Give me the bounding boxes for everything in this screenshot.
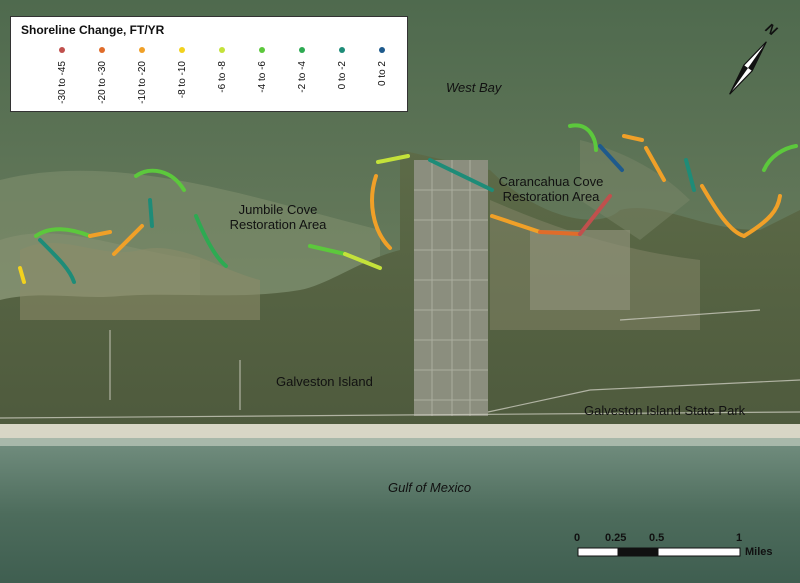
gulf-of-mexico-label: Gulf of Mexico: [388, 480, 472, 495]
legend-swatch: [339, 47, 345, 53]
residential-area: [530, 230, 630, 310]
jumbile-cove-label: Jumbile Cove Restoration Area: [229, 202, 327, 232]
legend-swatch: [59, 47, 65, 53]
legend-item: -20 to -30: [83, 47, 123, 109]
legend-label: -2 to -4: [297, 61, 308, 93]
gulf-water: [0, 446, 800, 583]
legend-swatch: [379, 47, 385, 53]
shoreline-segment: [538, 230, 582, 236]
legend-label: -30 to -45: [57, 61, 68, 104]
legend-item: -2 to -4: [283, 47, 323, 109]
scale-tick: 0.25: [605, 532, 627, 544]
shoreline-segment: [684, 158, 696, 192]
shoreline-segment: [34, 227, 92, 238]
legend-label: -8 to -10: [177, 61, 188, 99]
roads: [0, 309, 800, 419]
legend-label: -20 to -30: [97, 61, 108, 104]
shoreline-segment: [38, 238, 76, 284]
beach: [0, 424, 800, 440]
legend-swatch: [299, 47, 305, 53]
beach-surf: [0, 438, 800, 446]
legend-item: -6 to -8: [203, 47, 243, 109]
shoreline-segment: [428, 158, 494, 192]
legend-swatch: [139, 47, 145, 53]
shoreline-segment: [343, 252, 382, 270]
legend: Shoreline Change, FT/YR -30 to -45 -20 t…: [10, 16, 408, 112]
shoreline-segment: [742, 194, 782, 238]
shoreline-segment: [134, 168, 186, 192]
carancahua-cove-label: Carancahua Cove Restoration Area: [498, 174, 604, 204]
legend-item: -30 to -45: [43, 47, 83, 109]
legend-label: 0 to 2: [377, 61, 388, 87]
west-bay-label: West Bay: [446, 80, 502, 95]
north-arrow-icon: [729, 41, 767, 95]
shoreline-segment: [18, 266, 26, 284]
shoreline-segment: [578, 194, 612, 236]
shoreline-segment: [376, 154, 410, 164]
shoreline-segment: [762, 144, 798, 172]
shoreline-segment: [112, 224, 144, 256]
legend-item: 0 to 2: [363, 47, 403, 109]
scale-unit: Miles: [745, 546, 773, 558]
marsh-area: [580, 140, 690, 240]
shoreline-segment: [148, 198, 154, 228]
shoreline-segment: [644, 146, 666, 182]
marsh-area: [20, 242, 260, 320]
legend-swatch: [179, 47, 185, 53]
shoreline-segment: [88, 230, 112, 238]
legend-label: -4 to -6: [257, 61, 268, 93]
shoreline-segment: [622, 134, 644, 142]
street-grid: [414, 160, 488, 416]
legend-label: 0 to -2: [337, 61, 348, 90]
galveston-island-label: Galveston Island: [276, 374, 373, 389]
legend-title: Shoreline Change, FT/YR: [21, 23, 165, 37]
legend-label: -10 to -20: [137, 61, 148, 104]
legend-swatch: [219, 47, 225, 53]
shoreline-segment: [194, 214, 228, 268]
shoreline-segment: [598, 144, 624, 172]
legend-label: -6 to -8: [217, 61, 228, 93]
legend-swatch: [259, 47, 265, 53]
legend-item: 0 to -2: [323, 47, 363, 109]
scale-tick: 0.5: [649, 532, 665, 544]
shoreline-change-segments: [18, 123, 798, 284]
shoreline-segment: [308, 244, 347, 256]
shoreline-segment: [568, 123, 598, 152]
shoreline-segment: [370, 174, 392, 250]
scale-bar: [577, 547, 741, 557]
state-park-label: Galveston Island State Park: [584, 403, 746, 418]
shoreline-segment: [700, 184, 746, 238]
residential-area: [414, 160, 488, 416]
scale-tick: 0: [574, 532, 581, 544]
legend-item: -4 to -6: [243, 47, 283, 109]
scale-tick: 1: [736, 532, 743, 544]
legend-swatch: [99, 47, 105, 53]
shoreline-segment: [490, 214, 542, 234]
legend-item: -10 to -20: [123, 47, 163, 109]
legend-item: -8 to -10: [163, 47, 203, 109]
galveston-island-land: [0, 150, 800, 430]
